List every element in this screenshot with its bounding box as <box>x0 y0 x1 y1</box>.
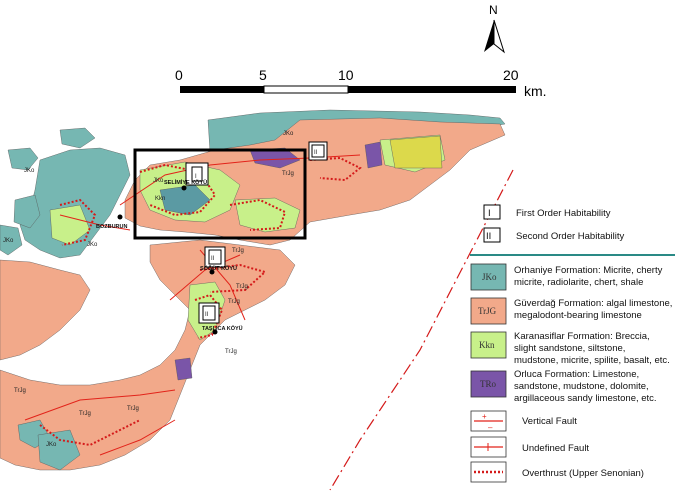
scale-unit: km. <box>524 83 547 99</box>
map-label-trjg-4: TrJg <box>228 299 240 305</box>
kkn-unit-2 <box>234 197 301 233</box>
map-label-jko-6: JKo <box>153 178 164 184</box>
scale-tick-20: 20 <box>503 67 519 83</box>
map-box-second-2 <box>198 302 220 324</box>
legend-jko-code: JKo <box>482 272 497 282</box>
place-taslica: TAŞLICA KÖYÜ <box>202 325 243 332</box>
legend-jko-line-1: Orhaniye Formation: Micrite, cherty <box>514 265 663 276</box>
legend-formation-jko: JKo Orhaniye Formation: Micrite, cherty … <box>470 263 663 291</box>
study-area-frame <box>133 148 307 240</box>
place-bozburun: BOZBURUN <box>96 224 127 230</box>
legend-formation-trjg: TrJG Güverdağ Formation: algal limestone… <box>470 297 672 325</box>
bozburun-dot <box>117 214 123 220</box>
sogut-dot <box>209 269 215 275</box>
scale-tick-0: 0 <box>175 67 183 83</box>
map-label-jko-5: JKo <box>46 442 57 448</box>
legend-first-order: I First Order Habitability <box>483 204 611 220</box>
legend-overthrust: Overthrust (Upper Senonian) <box>470 461 644 483</box>
legend-undefined-fault-label: Undefined Fault <box>522 443 589 454</box>
olive-unit <box>389 135 443 169</box>
map-label-jko-4: JKo <box>87 242 98 248</box>
scale-tick-5: 5 <box>259 67 267 83</box>
legend-kkn-line-3: mudstone, micrite, spilite, basalt, etc. <box>514 355 670 366</box>
map-label-jko-1: JKo <box>283 131 294 137</box>
numeral-map-second-1: II <box>211 256 215 262</box>
legend-undefined-fault: Undefined Fault <box>470 436 589 458</box>
map-label-trjg-5: TrJg <box>225 349 237 355</box>
numeral-map-second-2: II <box>205 312 209 318</box>
legend-first-numeral: I <box>488 208 491 219</box>
legend-second-label: Second Order Habitability <box>516 231 624 242</box>
jko-islet-1 <box>7 147 39 171</box>
place-sogut: SÖĞÜT KÖYÜ <box>200 264 237 272</box>
north-arrow-icon <box>484 20 494 52</box>
tro-unit-3 <box>174 357 193 381</box>
legend-tro-line-2: sandstone, mudstone, dolomite, <box>514 381 649 392</box>
jko-islet-4 <box>0 224 23 256</box>
scale-bar: 0 5 10 20 km. <box>175 67 547 99</box>
legend-trjg-line-1: Güverdağ Formation: algal limestone, <box>514 298 672 309</box>
legend-trjg-code: TrJG <box>478 306 497 316</box>
legend-trjg-line-2: megalodont-bearing limestone <box>514 310 642 321</box>
scale-tick-10: 10 <box>338 67 354 83</box>
map-label-trjg-1: TrJg <box>282 171 294 177</box>
map-label-kkn: Kkn <box>155 196 165 202</box>
selimiye-dot <box>181 185 187 191</box>
numeral-map-first: I <box>195 174 197 180</box>
svg-text:+: + <box>482 412 487 421</box>
taslica-dot <box>212 329 218 335</box>
jko-islet-3 <box>13 194 41 229</box>
map-box-first <box>185 162 209 186</box>
map-label-trjg-8: TrJg <box>127 406 139 412</box>
north-arrow: N <box>484 3 505 54</box>
legend-kkn-line-2: slight sandstone, siltstone, <box>514 343 625 354</box>
map-area: JKo JKo JKo JKo JKo JKo TrJg TrJg TrJg T… <box>0 109 514 491</box>
north-label: N <box>489 3 498 17</box>
place-selimiye: SELİMİYE KÖYÜ <box>164 179 207 186</box>
overthrust-lines <box>39 156 362 447</box>
legend-formation-tro: TRo Orluca Formation: Limestone, sandsto… <box>470 369 657 404</box>
legend-first-label: First Order Habitability <box>516 208 611 219</box>
numeral-map-second-3: II <box>314 150 318 156</box>
jko-pocket-3 <box>37 429 81 471</box>
legend-second-numeral: II <box>486 231 491 242</box>
jko-pocket-1 <box>159 184 211 216</box>
legend-tro-line-1: Orluca Formation: Limestone, <box>514 369 639 380</box>
legend-kkn-line-1: Karanasiflar Formation: Breccia, <box>514 331 650 342</box>
legend-jko-line-2: micrite, radiolarite, chert, shale <box>514 277 643 288</box>
legend-second-order: II Second Order Habitability <box>483 227 624 243</box>
legend-formation-kkn: Kkn Karanasiflar Formation: Breccia, sli… <box>470 331 670 366</box>
legend-tro-code: TRo <box>480 379 497 389</box>
map-box-second-3 <box>308 141 328 161</box>
dash-dot-line <box>329 169 514 491</box>
map-label-jko-2: JKo <box>24 168 35 174</box>
map-label-trjg-6: TrJg <box>14 388 26 394</box>
legend-vertical-fault-label: Vertical Fault <box>522 416 577 427</box>
legend-tro-line-3: argillaceous sandy limestone, etc. <box>514 393 657 404</box>
map-label-trjg-2: TrJg <box>232 248 244 254</box>
trjg-unit-west <box>0 259 91 361</box>
map-box-second-1 <box>204 246 226 268</box>
map-label-trjg-7: TrJg <box>79 411 91 417</box>
legend: I First Order Habitability II Second Ord… <box>470 204 675 483</box>
legend-overthrust-label: Overthrust (Upper Senonian) <box>522 468 644 479</box>
map-label-jko-3: JKo <box>3 238 14 244</box>
legend-kkn-code: Kkn <box>479 340 495 350</box>
tro-unit-2 <box>364 141 383 169</box>
jko-islet-2 <box>59 127 96 149</box>
map-label-trjg-3: TrJg <box>236 284 248 290</box>
legend-vertical-fault: + – Vertical Fault <box>470 410 577 432</box>
svg-text:–: – <box>488 423 493 432</box>
